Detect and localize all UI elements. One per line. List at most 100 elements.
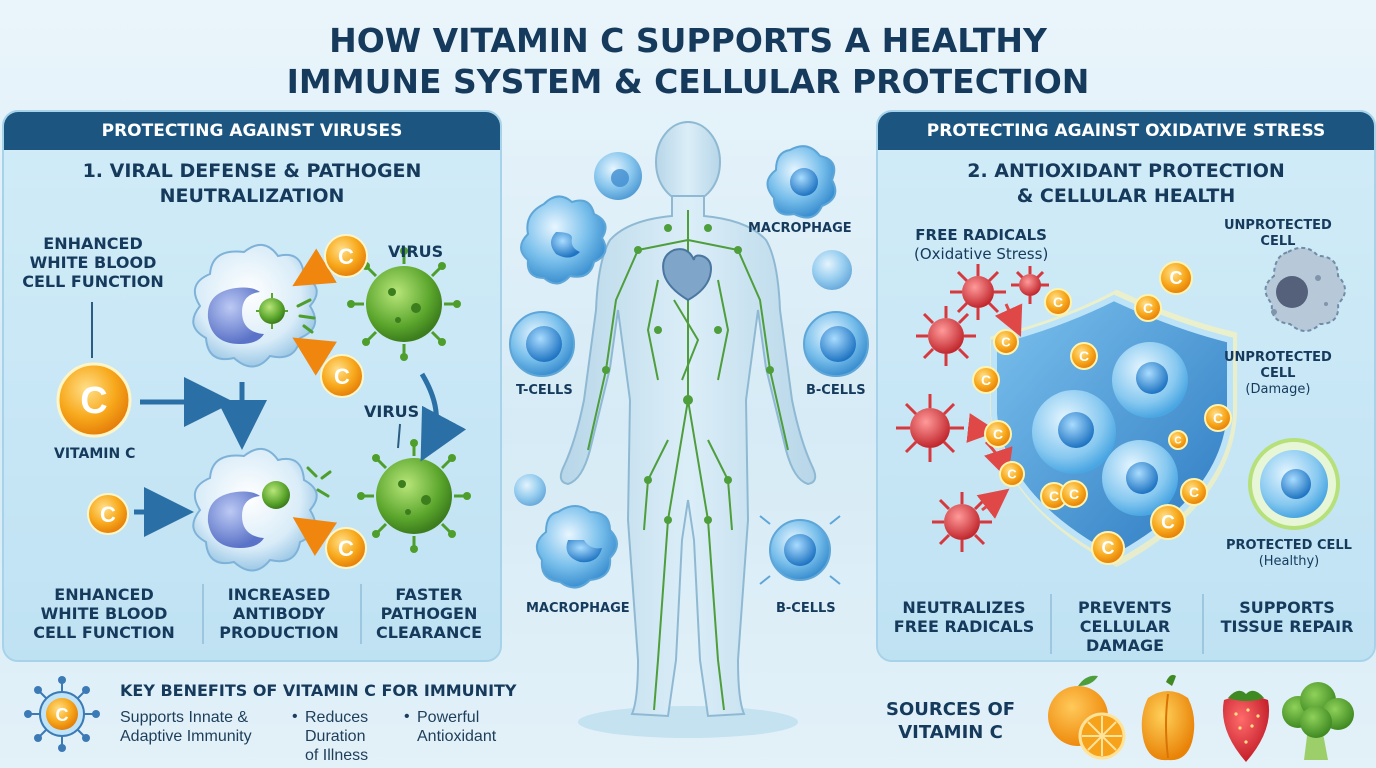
antioxidant-panel: PROTECTING AGAINST OXIDATIVE STRESS 2. A…	[876, 110, 1376, 662]
flow-arrows	[134, 248, 467, 556]
white-blood-cell-bottom	[192, 448, 332, 572]
vitamin-c-ball: C	[972, 366, 1000, 394]
unprotected-cell-damaged	[1264, 246, 1346, 332]
footer-divider	[1202, 594, 1204, 654]
vitamin-c-ball: C	[320, 354, 364, 398]
vitamin-c-ball: C	[1159, 261, 1193, 295]
footer-divider	[360, 584, 362, 644]
vitamin-c-ball: C	[1060, 480, 1088, 508]
svg-text:C: C	[1174, 435, 1181, 446]
viral-defense-illustration: C C C C C	[56, 234, 471, 572]
free-radical	[916, 306, 976, 366]
bell-pepper-icon	[1141, 674, 1195, 761]
bullet: •	[292, 708, 298, 725]
b-cell-bottom	[759, 515, 841, 585]
svg-text:C: C	[1161, 512, 1175, 533]
svg-text:C: C	[1102, 538, 1115, 558]
b-cells-label: B-CELLS	[806, 383, 866, 398]
wbc-function-label: ENHANCED WHITE BLOOD CELL FUNCTION	[22, 234, 164, 291]
footer-divider	[1050, 594, 1052, 654]
free-radical	[896, 394, 964, 462]
benefit-innate-immunity: Supports Innate & Adaptive Immunity	[120, 709, 252, 745]
broccoli-icon	[1282, 682, 1354, 760]
b-cell	[803, 311, 869, 377]
vitamin-c-ball: C	[1204, 404, 1232, 432]
svg-text:C: C	[334, 364, 350, 389]
benefit-prevents-damage: PREVENTS CELLULAR DAMAGE	[1077, 598, 1173, 655]
vitamin-c-ball: C	[1150, 504, 1186, 540]
strawberry-icon	[1222, 690, 1270, 762]
benefit-antibody-production: INCREASED ANTIBODY PRODUCTION	[219, 585, 339, 642]
macrophage-label-bottom: MACROPHAGE	[526, 601, 630, 616]
vitamin-c-ball: C	[87, 493, 129, 535]
human-body-illustration	[509, 121, 869, 738]
protected-cell	[1112, 342, 1188, 418]
vitamin-c-ball: C	[993, 329, 1019, 355]
antioxidant-title-2: & CELLULAR HEALTH	[1016, 185, 1236, 207]
t-cells-label: T-CELLS	[516, 383, 573, 398]
page-title: HOW VITAMIN C SUPPORTS A HEALTHY IMMUNE …	[0, 20, 1376, 102]
vitamin-c-ball: C	[325, 527, 367, 569]
immune-cell	[594, 152, 642, 200]
heart	[662, 248, 712, 302]
benefit-reduces-duration: Reduces Duration of Illness	[305, 709, 369, 764]
b-cells-label-bottom: B-CELLS	[776, 601, 836, 616]
protected-cell	[1032, 390, 1116, 474]
benefit-neutralizes-radicals: NEUTRALIZES FREE RADICALS	[893, 598, 1035, 636]
key-benefits-title: KEY BENEFITS OF VITAMIN C FOR IMMUNITY	[120, 681, 517, 700]
vitamin-c-ball: C	[1168, 430, 1188, 450]
orange-icon	[1048, 675, 1126, 760]
vitamin-c-foods	[1048, 674, 1354, 762]
footer-divider	[202, 584, 204, 644]
body-silhouette	[559, 121, 817, 718]
free-radicals-label: FREE RADICALS (Oxidative Stress)	[914, 226, 1049, 263]
svg-text:C: C	[981, 372, 991, 388]
svg-text:C: C	[1001, 335, 1011, 350]
vitamin-c-ball: C	[1070, 342, 1098, 370]
t-cell	[509, 311, 575, 377]
macrophage-cell-left	[520, 195, 607, 285]
virus-bottom	[357, 439, 471, 553]
benefit-antioxidant: Powerful Antioxidant	[417, 709, 497, 745]
sources-label: SOURCES OF VITAMIN C	[886, 699, 1016, 743]
svg-text:C: C	[1049, 488, 1059, 504]
benefit-wbc-function: ENHANCED WHITE BLOOD CELL FUNCTION	[33, 585, 175, 642]
macrophage-cell-bottom	[535, 505, 618, 589]
immune-cell	[514, 474, 546, 506]
svg-text:C: C	[338, 536, 354, 561]
viral-defense-panel: PROTECTING AGAINST VIRUSES 1. VIRAL DEFE…	[2, 110, 502, 662]
viral-defense-title-1: 1. VIRAL DEFENSE & PATHOGEN	[82, 160, 422, 182]
svg-text:C: C	[1007, 467, 1017, 482]
title-line-2: IMMUNE SYSTEM & CELLULAR PROTECTION	[286, 62, 1090, 101]
free-radical	[950, 264, 1006, 320]
svg-text:C: C	[338, 244, 354, 269]
vitamin-c-ball: C	[1040, 482, 1068, 510]
svg-text:C: C	[1189, 484, 1199, 500]
svg-text:C: C	[56, 705, 69, 725]
svg-text:C: C	[80, 380, 107, 422]
vitamin-c-ball: C	[1091, 531, 1125, 565]
bullet: •	[404, 708, 410, 725]
protective-shield	[991, 294, 1233, 562]
svg-text:C: C	[1143, 300, 1153, 316]
svg-text:C: C	[100, 502, 116, 527]
protected-cell-healthy	[1248, 438, 1340, 530]
protected-cell-label: PROTECTED CELL (Healthy)	[1226, 538, 1352, 569]
macrophage-label-top: MACROPHAGE	[748, 221, 852, 236]
vitamin-c-ball: C	[1134, 294, 1162, 322]
key-benefits-section: C KEY BENEFITS OF VITAMIN C FOR IMMUNITY…	[0, 664, 560, 768]
right-panel-header: PROTECTING AGAINST OXIDATIVE STRESS	[878, 112, 1374, 150]
vitamin-c-ball: C	[984, 420, 1012, 448]
left-panel-header: PROTECTING AGAINST VIRUSES	[4, 112, 500, 150]
virus-label-mid: VIRUS	[364, 402, 420, 421]
vitamin-c-ball: C	[999, 461, 1025, 487]
antioxidant-title-1: 2. ANTIOXIDANT PROTECTION	[967, 160, 1285, 182]
benefit-tissue-repair: SUPPORTS TISSUE REPAIR	[1220, 598, 1354, 636]
title-line-1: HOW VITAMIN C SUPPORTS A HEALTHY	[329, 21, 1047, 60]
macrophage-cell-top	[766, 145, 837, 219]
vitamin-c-molecule-icon: C	[24, 676, 100, 752]
immune-cell	[812, 250, 852, 290]
viral-defense-title-2: NEUTRALIZATION	[159, 185, 345, 207]
free-radical	[1011, 266, 1049, 304]
